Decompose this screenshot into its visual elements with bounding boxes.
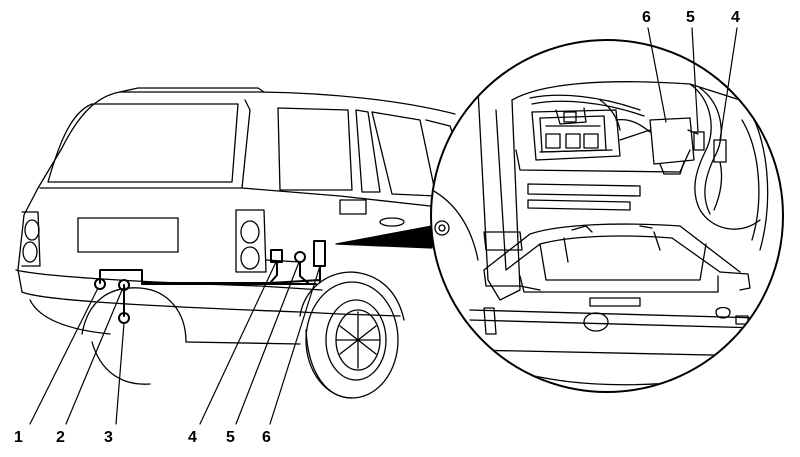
vehicle-outline [15,87,456,399]
label-5: 5 [226,429,235,446]
callout-labels: 1 2 3 4 5 6 6 5 4 [14,9,740,446]
label-1: 1 [14,429,23,446]
inset-leader-lines [647,27,738,141]
component-6-marker [313,240,326,267]
inset-label-5: 5 [686,9,695,26]
inset-label-4: 4 [731,9,740,26]
detail-inset [430,27,784,393]
callout-wedge [335,225,433,249]
label-4: 4 [188,429,197,446]
component-2-marker [118,279,130,291]
wiring-harness [94,240,326,324]
label-3: 3 [104,429,113,446]
inset-label-6: 6 [642,9,651,26]
label-6: 6 [262,429,271,446]
leader-lines [29,261,321,425]
label-2: 2 [56,429,65,446]
component-5-marker [294,251,306,263]
component-1-marker [94,278,106,290]
